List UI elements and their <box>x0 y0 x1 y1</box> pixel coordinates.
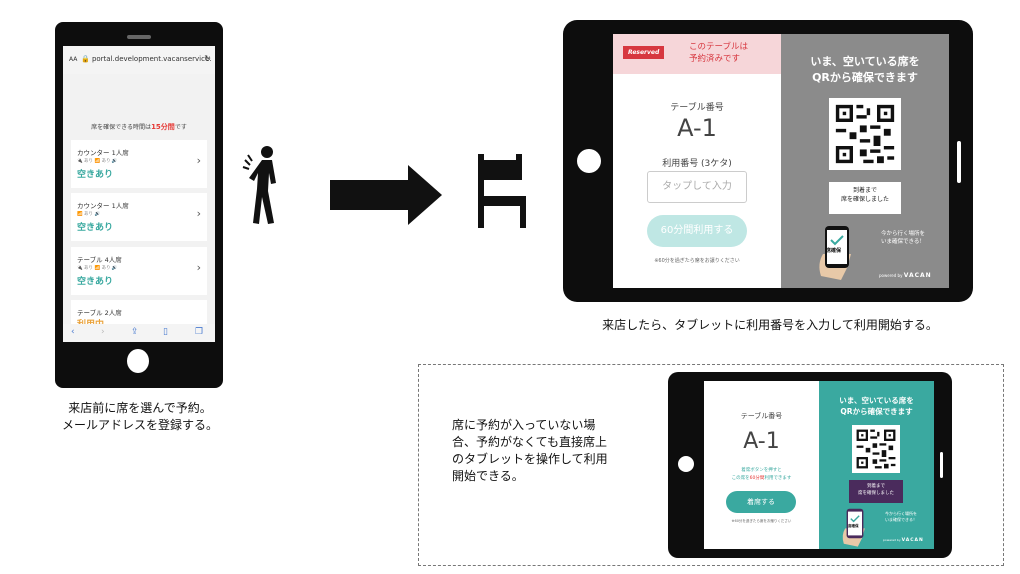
qr-code[interactable] <box>829 98 901 170</box>
safari-toolbar: ‹ › ⇪ ▯ ❐ <box>63 324 215 342</box>
table-number: A-1 <box>743 429 780 454</box>
bookmarks-icon[interactable]: ▯ <box>163 327 168 337</box>
smartphone: AA 🔒 portal.development.vacanservice. ↻ … <box>55 22 223 388</box>
seat-status: 空きあり <box>77 170 114 180</box>
use-number-label: 利用番号 (3ケタ) <box>662 159 732 169</box>
reserved-banner: Reserved このテーブルは予約済みです <box>613 34 781 74</box>
chevron-right-icon: › <box>196 154 201 167</box>
tablet-caption: 来店したら、タブレットに利用番号を入力して利用開始する。 <box>602 318 938 332</box>
seat-name: カウンター 1人席 <box>77 149 129 157</box>
text-size-button[interactable]: AA <box>69 56 78 63</box>
usage-note: ※60分を過ぎたら席をお譲りください <box>654 258 740 264</box>
tablet-camera <box>678 456 694 472</box>
url-text: 🔒 portal.development.vacanservice. <box>81 55 212 63</box>
use-number-input[interactable]: タップして入力 <box>647 171 747 203</box>
seat-card[interactable]: カウンター 1人席 📶 あり 🔊 空きあり › <box>71 193 207 241</box>
chevron-right-icon: › <box>196 207 201 220</box>
phone-badge: 席確保 <box>826 248 842 254</box>
tablet-screen: Reserved このテーブルは予約済みです テーブル番号 A-1 利用番号 (… <box>613 34 949 288</box>
back-icon[interactable]: ‹ <box>71 327 75 337</box>
reservation-time-notice: 席を確保できる時間は15分間です <box>91 123 187 131</box>
walking-person-icon <box>242 146 276 224</box>
promo-text: 今から行く場所をいま確保できる！ <box>880 231 925 245</box>
flow-arrow-head <box>408 165 442 225</box>
tablet-camera <box>577 149 601 173</box>
phone-badge: 席確保 <box>848 524 859 528</box>
seat-name: テーブル 2人席 <box>77 309 122 317</box>
seat-card[interactable]: カウンター 1人席 🔌 あり 📶 あり 🔊 空きあり › <box>71 140 207 188</box>
seat-amenities: 🔌 あり 📶 あり 🔊 <box>77 266 118 271</box>
vacan-logo: VACAN <box>903 272 932 279</box>
reserved-text: このテーブルは予約済みです <box>689 42 748 64</box>
table-label: テーブル番号 <box>740 412 783 420</box>
reserved-bubble: 到着まで席を確保しました <box>849 480 903 503</box>
tablet-side-button <box>940 452 943 478</box>
powered-by: powered by VACAN <box>883 538 924 543</box>
use-60min-button[interactable]: 60分間利用する <box>647 215 747 247</box>
powered-by: powered by VACAN <box>879 272 932 279</box>
time-value: 15分間 <box>151 123 175 131</box>
hand-phone-icon <box>842 508 865 547</box>
tablet-screen: テーブル番号 A-1 着席ボタンを押すと この席を60分間利用できます 着席する… <box>704 381 934 549</box>
tablet-reserved: Reserved このテーブルは予約済みです テーブル番号 A-1 利用番号 (… <box>563 20 973 302</box>
reserved-bubble: 到着まで席を確保しました <box>829 182 901 214</box>
left-pane: Reserved このテーブルは予約済みです テーブル番号 A-1 利用番号 (… <box>613 34 781 288</box>
forward-icon[interactable]: › <box>101 327 105 337</box>
promo-text: 今から行く場所をいま確保できる！ <box>885 511 917 522</box>
hand-phone-icon <box>819 226 851 280</box>
vacan-logo: VACAN <box>901 538 924 543</box>
seat-name: カウンター 1人席 <box>77 202 129 210</box>
tablet-side-button <box>957 141 961 183</box>
reserved-badge: Reserved <box>623 46 665 59</box>
walk-in-note-box <box>418 364 1004 566</box>
tablet-walk-in: テーブル番号 A-1 着席ボタンを押すと この席を60分間利用できます 着席する… <box>668 372 952 558</box>
sit-button[interactable]: 着席する <box>726 491 796 513</box>
reload-icon[interactable]: ↻ <box>204 54 211 63</box>
table-number: A-1 <box>677 114 717 142</box>
seat-card[interactable]: テーブル 4人席 🔌 あり 📶 あり 🔊 空きあり › <box>71 247 207 295</box>
chevron-right-icon: › <box>196 261 201 274</box>
tabs-icon[interactable]: ❐ <box>195 327 204 337</box>
table-label: テーブル番号 <box>670 103 724 113</box>
seat-amenities: 🔌 あり 📶 あり 🔊 <box>77 159 118 164</box>
qr-code[interactable] <box>852 425 900 473</box>
phone-screen: AA 🔒 portal.development.vacanservice. ↻ … <box>63 46 215 342</box>
usage-note: ※60分を過ぎたら席をお譲りください <box>731 519 792 523</box>
share-icon[interactable]: ⇪ <box>131 327 139 337</box>
seat-status: 空きあり <box>77 277 114 287</box>
left-pane: テーブル番号 A-1 着席ボタンを押すと この席を60分間利用できます 着席する… <box>704 381 819 549</box>
phone-speaker <box>127 35 151 39</box>
walk-in-note-text: 席に予約が入っていない場 合、予約がなくても直接席上 のタブレットを操作して利用… <box>452 418 608 483</box>
browser-url-bar[interactable]: AA 🔒 portal.development.vacanservice. ↻ <box>63 46 215 74</box>
flow-arrow <box>330 180 410 210</box>
phone-caption: 来店前に席を選んで予約。 メールアドレスを登録する。 <box>61 401 218 432</box>
sit-description: 着席ボタンを押すと この席を60分間利用できます <box>731 468 792 481</box>
home-button[interactable] <box>127 349 149 373</box>
seat-name: テーブル 4人席 <box>77 256 122 264</box>
chair-icon <box>478 154 526 228</box>
seat-amenities: 📶 あり 🔊 <box>77 212 101 217</box>
seat-status: 空きあり <box>77 223 114 233</box>
